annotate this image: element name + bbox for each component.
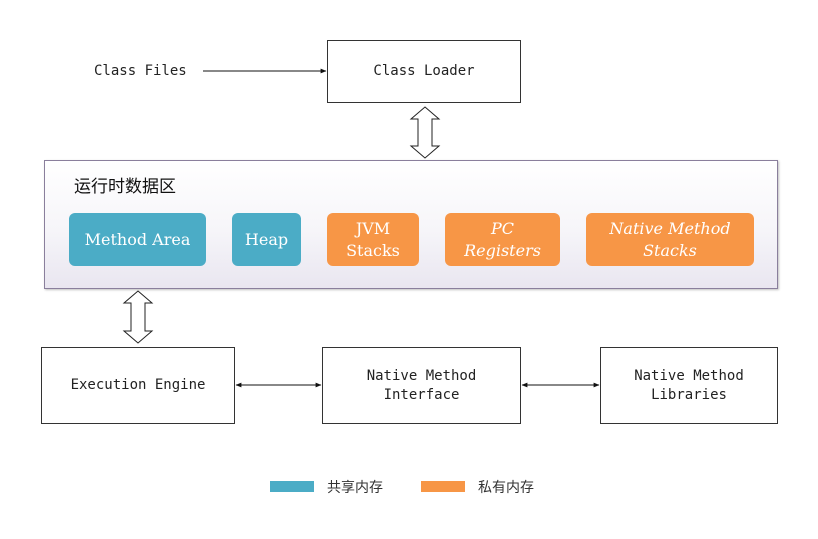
execution-engine-label: Execution Engine [70,377,206,393]
jvm-stacks-block: JVM Stacks [327,213,419,266]
class-loader-box: Class Loader [327,40,521,103]
pc-registers-block: PC Registers [445,213,560,266]
native-method-libraries-box: Native Method Libraries [600,347,778,424]
method-area-block: Method Area [69,213,206,266]
runtime-data-area-title: 运行时数据区 [74,177,176,197]
execution-engine-box: Execution Engine [41,347,235,424]
legend-private-label: 私有内存 [478,480,534,496]
native-method-interface-label: Native Method Interface [366,367,477,403]
class-loader-label: Class Loader [373,63,475,79]
native-method-stacks-block: Native Method Stacks [586,213,754,266]
heap-label: Heap [244,229,289,249]
heap-block: Heap [232,213,301,266]
native-method-interface-box: Native Method Interface [322,347,521,424]
native-method-stacks-label: Native Method Stacks [609,218,731,260]
legend-shared-swatch [270,481,314,492]
method-area-label: Method Area [84,229,191,249]
legend-shared-label: 共享内存 [327,480,383,496]
class-files-label: Class Files [94,63,187,79]
loader-runtime-double-arrow [409,106,441,159]
jvm-stacks-label: JVM Stacks [346,218,400,260]
runtime-engine-double-arrow [122,290,154,344]
pc-registers-label: PC Registers [464,218,541,260]
native-method-libraries-label: Native Method Libraries [634,367,744,403]
legend-private-swatch [421,481,465,492]
